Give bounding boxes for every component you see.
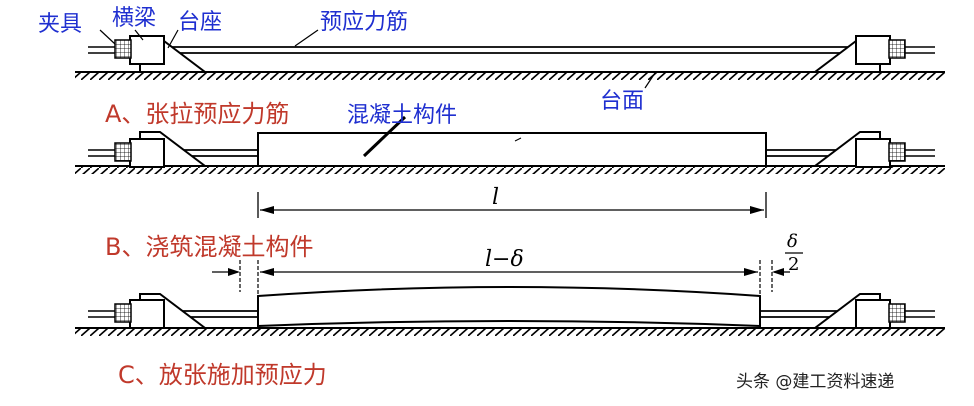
dimension-l-minus-delta	[212, 252, 803, 296]
step-a-caption: A、张拉预应力筋	[105, 100, 289, 128]
leader-hengliang	[134, 29, 144, 41]
abutment-left-b	[88, 131, 208, 168]
step-b-caption: B、浇筑混凝土构件	[105, 233, 313, 261]
ground-a	[75, 71, 945, 80]
cambered-member-c	[257, 286, 761, 328]
label-taimian: 台面	[600, 89, 644, 114]
dim-delta-denominator: 2	[788, 254, 799, 275]
dimension-l	[257, 192, 767, 218]
row-c-release	[75, 252, 945, 336]
step-c-caption: C、放张施加预应力	[118, 361, 327, 389]
label-taizuo: 台座	[178, 10, 222, 35]
dim-l-text: l	[492, 185, 499, 210]
row-a-tensioning	[75, 29, 945, 89]
concrete-member-b	[257, 132, 767, 167]
label-tendon: 预应力筋	[320, 10, 408, 35]
ground-c	[75, 327, 945, 336]
member-mark-b	[514, 137, 522, 142]
leader-member	[362, 115, 407, 158]
leader-taizuo	[167, 29, 179, 49]
dim-l-minus-delta-text: l−δ	[485, 247, 524, 272]
abutment-right-a	[812, 35, 935, 73]
label-hengliang: 横梁	[112, 6, 156, 31]
abutment-right-c	[812, 293, 935, 329]
label-member: 混凝土构件	[347, 103, 457, 128]
abutment-left-c	[88, 293, 208, 329]
label-jiaju: 夹具	[38, 12, 82, 37]
watermark: 头条 @建工资料速递	[736, 372, 894, 392]
leader-jiaju	[99, 29, 116, 45]
row-b-casting	[75, 115, 945, 218]
abutment-right-b	[812, 131, 935, 168]
leader-taimian	[644, 72, 656, 89]
ground-b	[75, 165, 945, 174]
abutment-left-a	[88, 35, 208, 73]
dim-delta-numerator: δ	[787, 231, 798, 252]
tendon-a	[172, 46, 860, 54]
leader-tendon	[294, 29, 319, 47]
